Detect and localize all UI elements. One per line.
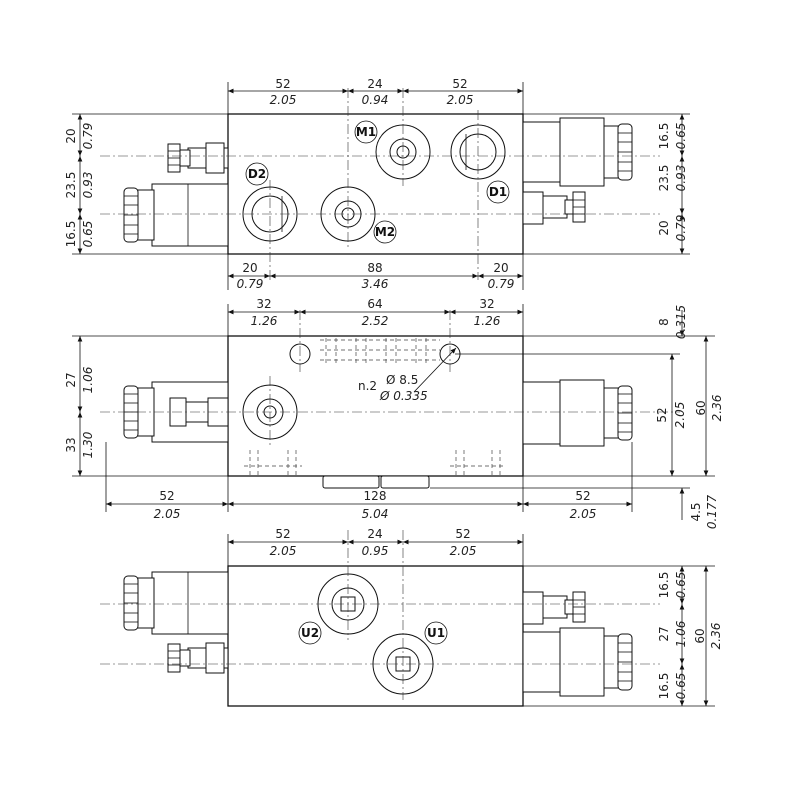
front-right-cartridge [522, 379, 633, 447]
bottom-rdim-a-mm: 16.5 [657, 572, 671, 599]
bottom-view-block [227, 565, 524, 707]
bottom-rdim-a-in: 0.65 [674, 572, 688, 599]
top-ldim-b-mm: 23.5 [64, 172, 78, 199]
top-ldim-a-mm: 20 [64, 128, 78, 143]
top-dim-b-mm: 24 [367, 77, 382, 91]
top-ldim-c-mm: 16.5 [64, 221, 78, 248]
label-m2: M2 [373, 220, 397, 244]
front-rdim-mid-in: 2.05 [673, 402, 687, 429]
left-lower-cartridge [123, 183, 229, 247]
front-ldim-b-mm: 33 [64, 437, 78, 452]
left-upper-cartridge [167, 142, 229, 174]
hole-dia-mm: Ø 8.5 [386, 373, 418, 387]
right-lower-cartridge [522, 191, 586, 225]
svg-text:U1: U1 [427, 626, 445, 640]
front-bdim-b-in: 5.04 [362, 507, 389, 521]
front-dim-a-in: 1.26 [251, 314, 278, 328]
front-bdim-a-in: 2.05 [154, 507, 181, 521]
front-rdim-total-mm: 60 [694, 400, 708, 415]
label-d1: D1 [486, 180, 510, 204]
hidden-bores-top [320, 338, 440, 364]
front-dim-a-mm: 32 [256, 297, 271, 311]
svg-text:D1: D1 [489, 185, 507, 199]
top-ldim-b-in: 0.93 [81, 172, 95, 199]
top-view: M1 D2 D1 M2 52 2.05 24 0.94 52 2.05 [64, 77, 690, 291]
svg-text:M2: M2 [375, 225, 395, 239]
front-ldim-b-in: 1.30 [81, 431, 95, 458]
bottom-dim-b-mm: 24 [367, 527, 382, 541]
bottom-left-lower-cartridge [167, 642, 229, 674]
top-rdim-a-in: 0.65 [674, 123, 688, 150]
top-dim-a-mm: 52 [275, 77, 290, 91]
front-rdim-mid-mm: 52 [655, 407, 669, 422]
top-bdim-b-mm: 88 [367, 261, 382, 275]
bottom-rdim-total-mm: 60 [693, 628, 707, 643]
top-rdim-c-in: 0.79 [674, 215, 688, 242]
bottom-right-upper-cartridge [522, 591, 586, 625]
bottom-rdim-b-in: 1.06 [674, 620, 688, 647]
top-bdim-a-mm: 20 [242, 261, 257, 275]
hole-count: n.2 [358, 379, 377, 393]
bottom-left-upper-cartridge [123, 571, 229, 635]
top-rdim-c-mm: 20 [657, 220, 671, 235]
top-dim-b-in: 0.94 [362, 93, 389, 107]
bottom-rdim-b-mm: 27 [657, 626, 671, 641]
hole-dia-in: Ø 0.335 [379, 389, 428, 403]
top-rdim-b-in: 0.93 [674, 165, 688, 192]
bottom-rdim-total-in: 2.36 [709, 622, 723, 649]
front-bdim-c-in: 2.05 [570, 507, 597, 521]
front-rdim-total-in: 2.36 [710, 394, 724, 421]
hidden-bores-bottom [244, 450, 506, 476]
front-ldim-a-mm: 27 [64, 372, 78, 387]
front-view: n.2 Ø 8.5 Ø 0.335 32 1.26 64 2.52 32 1.2… [64, 297, 724, 529]
top-bdim-c-mm: 20 [493, 261, 508, 275]
label-u2: U2 [298, 621, 322, 645]
top-rdim-b-mm: 23.5 [657, 165, 671, 192]
top-dim-c-in: 2.05 [447, 93, 474, 107]
front-bdim-b-mm: 128 [364, 489, 387, 503]
bottom-rdim-c-mm: 16.5 [657, 673, 671, 700]
svg-text:U2: U2 [301, 626, 319, 640]
label-d2: D2 [245, 162, 269, 186]
top-dim-a-in: 2.05 [270, 93, 297, 107]
front-dim-c-in: 1.26 [474, 314, 501, 328]
top-dim-c-mm: 52 [452, 77, 467, 91]
top-bdim-a-in: 0.79 [237, 277, 264, 291]
front-dim-b-mm: 64 [367, 297, 382, 311]
top-bdim-b-in: 3.46 [362, 277, 389, 291]
front-dim-b-in: 2.52 [362, 314, 389, 328]
front-ldim-a-in: 1.06 [81, 366, 95, 393]
top-ldim-c-in: 0.65 [81, 221, 95, 248]
front-rdim-top-in: 0.315 [674, 305, 688, 339]
svg-text:D2: D2 [248, 167, 266, 181]
top-rdim-a-mm: 16.5 [657, 123, 671, 150]
front-bdim-c-mm: 52 [575, 489, 590, 503]
right-upper-cartridge [522, 117, 633, 187]
top-bdim-c-in: 0.79 [488, 277, 515, 291]
bottom-rdim-c-in: 0.65 [674, 673, 688, 700]
bottom-dim-c-in: 2.05 [450, 544, 477, 558]
label-u1: U1 [424, 621, 448, 645]
front-dim-c-mm: 32 [479, 297, 494, 311]
bottom-dim-b-in: 0.95 [362, 544, 389, 558]
label-m1: M1 [354, 120, 378, 144]
svg-text:M1: M1 [356, 125, 376, 139]
bottom-dim-a-mm: 52 [275, 527, 290, 541]
bottom-dim-c-mm: 52 [455, 527, 470, 541]
front-rdim-top-mm: 8 [657, 318, 671, 326]
front-rdim-bottom-mm: 4.5 [689, 502, 703, 521]
top-ldim-a-in: 0.79 [81, 123, 95, 150]
front-bdim-a-mm: 52 [159, 489, 174, 503]
bottom-view: U2 U1 52 2.05 24 0.95 52 2.05 16.5 0.65 … [100, 527, 723, 707]
bottom-right-lower-cartridge [522, 627, 633, 697]
front-rdim-bottom-in: 0.177 [705, 494, 719, 529]
bottom-dim-a-in: 2.05 [270, 544, 297, 558]
